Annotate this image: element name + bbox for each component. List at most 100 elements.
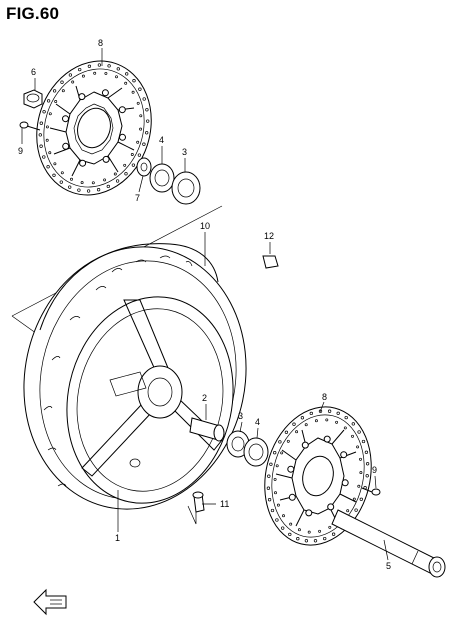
disc-hole [53, 162, 57, 166]
disc-hole [273, 451, 277, 455]
disc-hole [284, 430, 289, 434]
disc-bolt-lower[interactable] [361, 487, 381, 496]
disc-hole [276, 503, 280, 507]
disc-hole [124, 172, 128, 176]
disc-hole [297, 528, 301, 532]
disc-hole [91, 181, 95, 185]
callout-6: 6 [31, 67, 36, 77]
balancer-weight[interactable] [262, 255, 279, 269]
disc-hole [132, 79, 136, 83]
brake-disc-lower[interactable] [251, 395, 386, 556]
disc-hole [62, 115, 69, 123]
bearing-lower[interactable] [226, 430, 250, 458]
disc-hole [78, 93, 86, 101]
disc-hole [340, 451, 348, 459]
disc-hole [344, 415, 348, 420]
disc-hole [307, 530, 311, 534]
bearing-upper[interactable] [171, 171, 201, 205]
disc-hole [59, 180, 63, 184]
air-valve[interactable] [192, 491, 205, 513]
disc-hole [364, 450, 369, 454]
disc-hole [113, 172, 117, 176]
disc-hole [145, 131, 149, 135]
disc-hole [97, 63, 102, 67]
disc-hole [86, 189, 91, 193]
dust-seal-upper[interactable] [149, 163, 175, 193]
disc-hole [359, 471, 363, 475]
disc-hole [341, 479, 349, 487]
disc-hole [309, 411, 313, 416]
disc-hole [48, 112, 52, 116]
callout-12: 12 [264, 231, 274, 241]
disc-hole [77, 188, 81, 192]
disc-hole [80, 181, 84, 185]
disc-hole [146, 119, 150, 123]
disc-hole [115, 75, 118, 79]
disc-hole [361, 439, 366, 444]
disc-hole [292, 422, 296, 426]
disc-hole [269, 462, 273, 466]
disc-hole [138, 87, 142, 91]
disc-hole [104, 71, 108, 75]
disc-hole [131, 90, 135, 94]
disc-hole [103, 178, 107, 182]
disc-hole [275, 518, 279, 522]
disc-hole [45, 138, 49, 142]
disc-hole [52, 173, 56, 177]
front-axle[interactable] [331, 509, 446, 578]
callout-3-upper: 3 [182, 147, 187, 157]
disc-bolts-upper [62, 89, 126, 167]
disc-bolt-upper[interactable] [19, 121, 41, 131]
disc-hole [93, 71, 97, 75]
callout-7: 7 [135, 193, 140, 203]
disc-hole [116, 67, 120, 71]
callout-10: 10 [200, 221, 210, 231]
dust-seal-lower[interactable] [243, 437, 269, 467]
disc-hole [131, 163, 136, 167]
disc-hole [107, 64, 111, 68]
disc-hole [48, 151, 52, 155]
disc-nut[interactable] [23, 89, 43, 109]
disc-hole [365, 462, 370, 466]
disc-hole [274, 491, 277, 495]
disc-hole [357, 484, 361, 488]
disc-hole [314, 419, 318, 423]
disc-hole [39, 121, 43, 125]
callout-4-lower: 4 [255, 417, 260, 427]
callout-3-lower: 3 [238, 411, 243, 421]
leader-lines [21, 48, 389, 561]
disc-hole [101, 89, 109, 97]
hub-collar[interactable] [189, 417, 225, 442]
disc-hole [102, 155, 110, 163]
disc-hole [42, 155, 46, 159]
disc-hole [359, 497, 363, 501]
front-direction-arrow-icon [33, 588, 67, 616]
disc-hole [60, 80, 64, 84]
disc-hole [267, 474, 271, 478]
disc-hole [52, 89, 57, 93]
disc-hole [68, 73, 73, 77]
disc-hole [351, 434, 354, 438]
disc-hole [354, 508, 358, 512]
disc-hole [270, 508, 275, 513]
disc-hole [142, 142, 146, 146]
disc-hole [318, 529, 322, 533]
disc-hole [351, 422, 355, 426]
disc-hole [343, 426, 347, 430]
disc-hole [288, 532, 292, 537]
disc-hole [327, 503, 335, 511]
disc-hole [125, 72, 129, 76]
disc-hole [313, 539, 318, 543]
disc-hole [87, 64, 92, 68]
disc-hole [137, 153, 142, 157]
callout-8-lower: 8 [322, 392, 327, 402]
disc-hole [287, 465, 295, 473]
disc-hole [81, 74, 85, 78]
disc-hole [130, 153, 134, 156]
spacer[interactable] [136, 157, 152, 177]
disc-hole [323, 536, 327, 541]
figure-title: FIG.60 [6, 4, 60, 23]
brake-disc-upper[interactable] [20, 46, 169, 210]
disc-hole [124, 81, 128, 85]
disc-hole [46, 99, 51, 103]
